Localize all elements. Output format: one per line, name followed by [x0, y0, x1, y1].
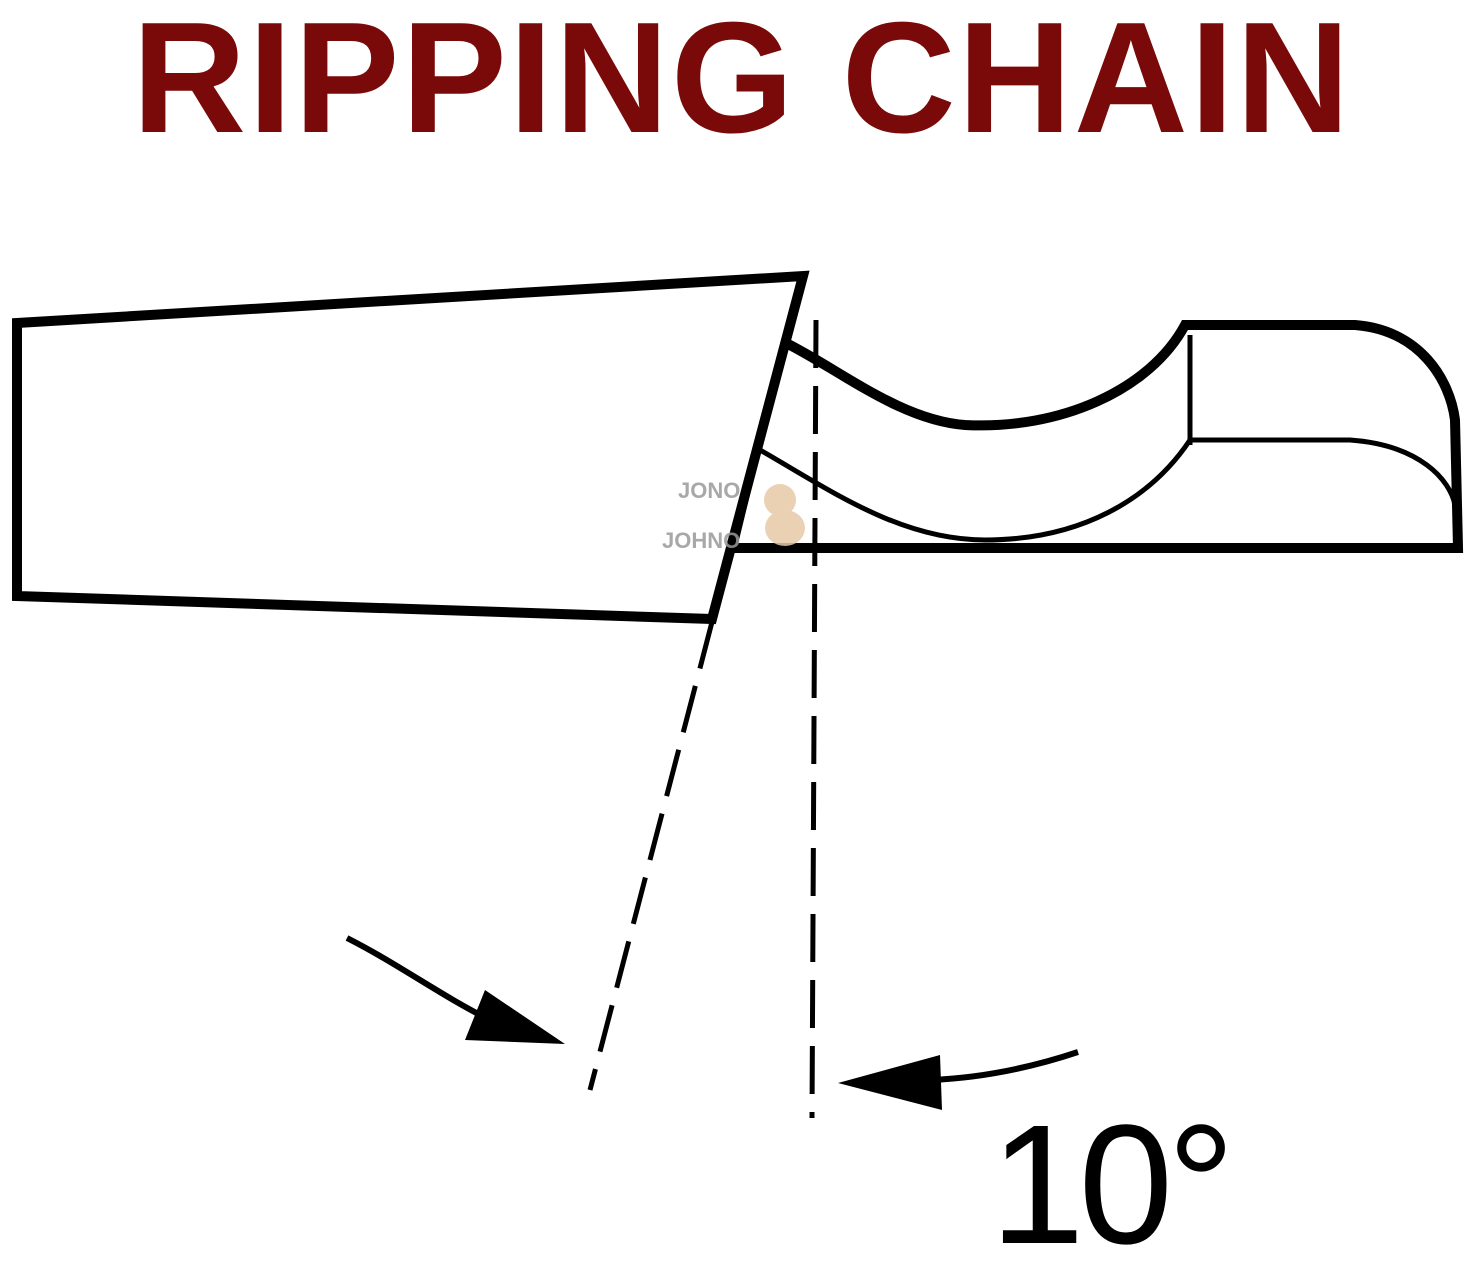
right-arrow-shaft [929, 1049, 1079, 1083]
top-plate-inner-curve [758, 437, 1458, 543]
left-arrow-shaft [345, 935, 492, 1023]
vertical-reference-line [809, 319, 819, 1119]
right-arrow-head [838, 1055, 942, 1110]
cutter-top-plate [734, 320, 1464, 553]
watermark-mascot-icon [764, 484, 796, 516]
angled-reference-line [587, 621, 715, 1091]
watermark-line-2: JOHNO [662, 528, 740, 553]
angle-label: 10° [990, 1090, 1235, 1275]
cutting-edge-line [731, 319, 793, 551]
cutter-side-plate [12, 270, 810, 625]
left-arrow-head [465, 990, 565, 1044]
diagram-title: RIPPING CHAIN [132, 0, 1352, 166]
watermark-logo: JONO JOHNO [662, 478, 805, 553]
watermark-line-1: JONO [678, 478, 740, 503]
